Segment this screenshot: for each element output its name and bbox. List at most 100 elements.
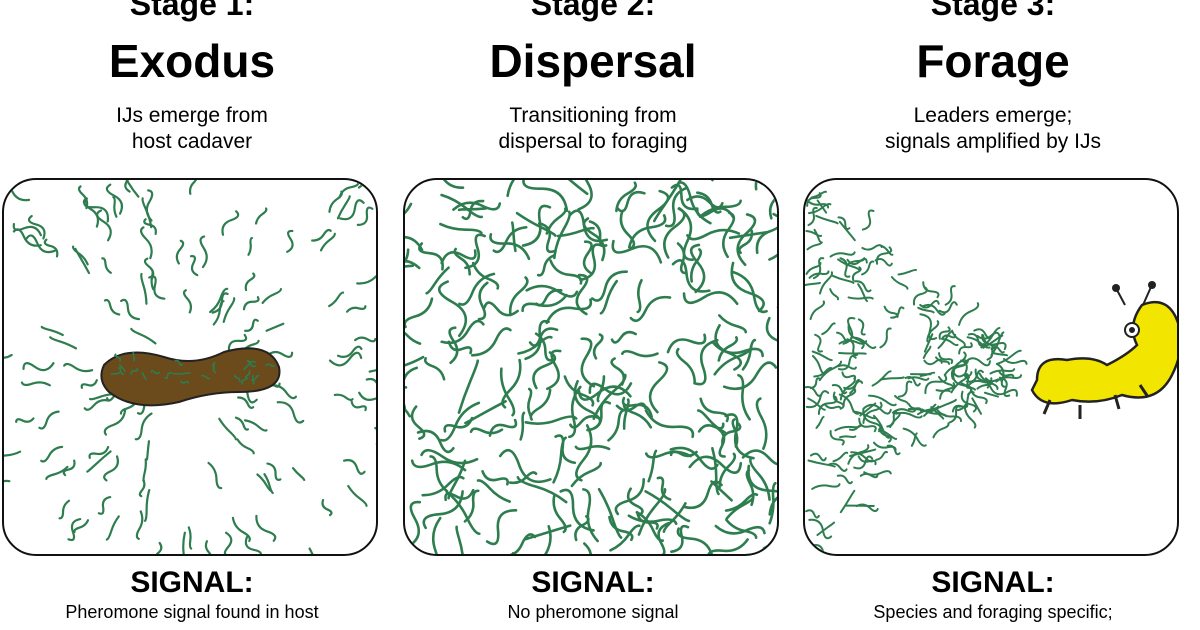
nematode [644, 409, 695, 439]
nematode [807, 206, 818, 227]
nematode [875, 246, 893, 265]
nematode [839, 435, 857, 439]
nematode [851, 266, 862, 282]
nematode [697, 422, 725, 433]
nematode [768, 496, 777, 516]
nematode [993, 352, 1009, 357]
nematode [610, 357, 626, 386]
nematode [405, 500, 422, 549]
nematode [12, 228, 42, 247]
nematode [669, 450, 698, 458]
nematode [83, 399, 110, 411]
nematode [805, 198, 830, 209]
nematode [88, 392, 116, 401]
stage-name: Exodus [108, 35, 276, 87]
nematode [544, 524, 552, 554]
nematode [4, 479, 11, 483]
nematode [222, 297, 236, 324]
nematode [973, 328, 993, 340]
nematode [15, 417, 35, 423]
nematode [686, 228, 741, 241]
nematode [615, 181, 638, 213]
nematode [614, 478, 645, 516]
nematode [489, 233, 531, 261]
nematode [83, 197, 110, 223]
nematode [969, 386, 988, 405]
nematode [350, 400, 367, 412]
nematode [237, 396, 255, 410]
nematode [663, 207, 686, 259]
nematode [535, 288, 563, 307]
nematode [139, 226, 153, 260]
nematode [477, 281, 489, 321]
nematode [805, 281, 821, 287]
nematode [233, 374, 241, 383]
nematode [875, 450, 889, 461]
nematode [442, 180, 465, 189]
nematode [926, 320, 940, 343]
nematode [637, 487, 667, 536]
nematode [483, 301, 519, 317]
nematode [243, 419, 268, 432]
nematode [755, 397, 768, 450]
nematode [265, 350, 294, 359]
nematode [749, 456, 771, 501]
nematode [762, 542, 777, 550]
nematode [457, 207, 488, 212]
stage-name: Dispersal [489, 35, 697, 87]
nematode [807, 459, 836, 468]
nematode [818, 271, 834, 295]
nematode [112, 196, 118, 218]
nematode [22, 362, 55, 372]
nematode [895, 411, 923, 419]
nematode [689, 243, 706, 294]
nematode [145, 440, 151, 461]
nematode [241, 376, 248, 385]
nematode [421, 475, 465, 497]
nematode [179, 380, 190, 384]
nematode [201, 374, 211, 380]
nematode [812, 257, 825, 280]
nematode [532, 351, 557, 390]
nematode [922, 281, 940, 299]
nematode [919, 371, 936, 378]
nematode [854, 280, 872, 293]
nematode [976, 381, 993, 390]
nematode [103, 407, 127, 436]
nematode [405, 248, 410, 264]
nematode [937, 352, 954, 365]
nematode [765, 316, 777, 342]
nematode [234, 416, 250, 431]
nematode [857, 318, 866, 336]
nematode [485, 509, 518, 546]
nematode [244, 536, 262, 554]
nematode [989, 368, 1016, 375]
nematode [809, 377, 821, 390]
nematode [848, 424, 864, 431]
nematode [831, 274, 855, 284]
nematode [405, 385, 408, 389]
nematode [423, 357, 446, 381]
nematode [768, 481, 777, 525]
nematode [261, 288, 283, 305]
nematode [853, 455, 874, 470]
nematode [244, 272, 256, 292]
nematode [647, 449, 658, 483]
nematode [265, 363, 275, 368]
nematode [96, 209, 112, 242]
nematode [524, 415, 578, 425]
nematode [902, 427, 927, 447]
nematode [488, 418, 518, 437]
nematode [813, 367, 834, 378]
nematode [418, 242, 444, 271]
nematode [811, 483, 841, 490]
nematode [629, 295, 672, 323]
nematode [958, 302, 980, 326]
nematode [747, 464, 777, 493]
nematode [506, 180, 516, 198]
nematode [811, 350, 833, 362]
nematode [730, 261, 765, 313]
nematode [71, 245, 89, 266]
nematode [824, 404, 842, 410]
nematode [805, 230, 823, 237]
